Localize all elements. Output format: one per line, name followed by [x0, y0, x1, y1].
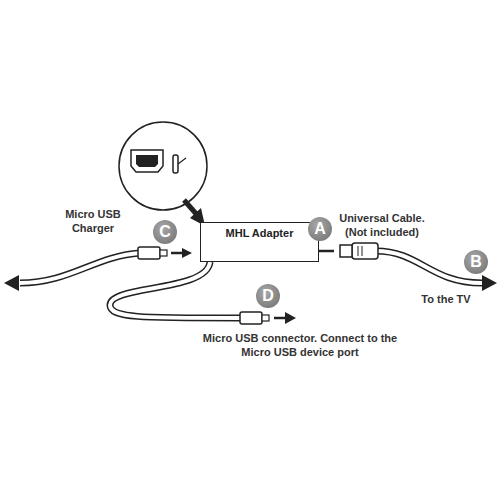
- hdmi-plug-grip: [358, 246, 359, 256]
- cable-label: Micro USB Charger: [55, 208, 131, 236]
- hdmi-plug-head: [340, 245, 352, 257]
- callout-letter: A: [314, 221, 326, 237]
- callout-circle: D: [256, 284, 280, 308]
- device-arrow: [274, 317, 286, 320]
- hdmi-port-inner: [136, 155, 158, 167]
- insert-arrow: [171, 252, 183, 255]
- device-cable: [110, 262, 240, 318]
- port-line: [178, 158, 186, 164]
- arrowhead-left: [4, 275, 19, 291]
- micro-usb-tip: [160, 250, 167, 256]
- callout-circle: C: [153, 220, 177, 244]
- destination-label: To the TV: [406, 293, 486, 307]
- micro-usb-connector: [240, 312, 262, 324]
- adapter-box: MHL Adapter: [200, 222, 319, 262]
- charger-cable-core: [20, 253, 140, 283]
- callout-letter: B: [470, 254, 482, 270]
- micro-usb-port: [173, 155, 178, 173]
- hdmi-port: [131, 150, 163, 172]
- inset-circle: [119, 122, 207, 210]
- device-cable-core: [110, 262, 240, 318]
- device-arrowhead: [285, 312, 296, 324]
- insert-arrowhead: [182, 248, 192, 258]
- charger-cable: [20, 253, 140, 283]
- hdmi-plug-grip: [362, 246, 363, 256]
- micro-usb-plug: [138, 247, 160, 259]
- hdmi-plug-body: [352, 243, 378, 259]
- arrowhead-right: [482, 275, 497, 291]
- callout-circle: B: [464, 250, 488, 274]
- callout-letter: C: [159, 224, 171, 240]
- callout-letter: D: [262, 288, 274, 304]
- box-title: MHL Adapter: [201, 223, 318, 239]
- cable-label: Universal Cable. (Not included): [334, 212, 430, 240]
- callout-circle: A: [308, 217, 332, 241]
- instruction-label: Micro USB connector. Connect to the Micr…: [193, 332, 408, 360]
- micro-usb-connector-tip: [262, 315, 269, 321]
